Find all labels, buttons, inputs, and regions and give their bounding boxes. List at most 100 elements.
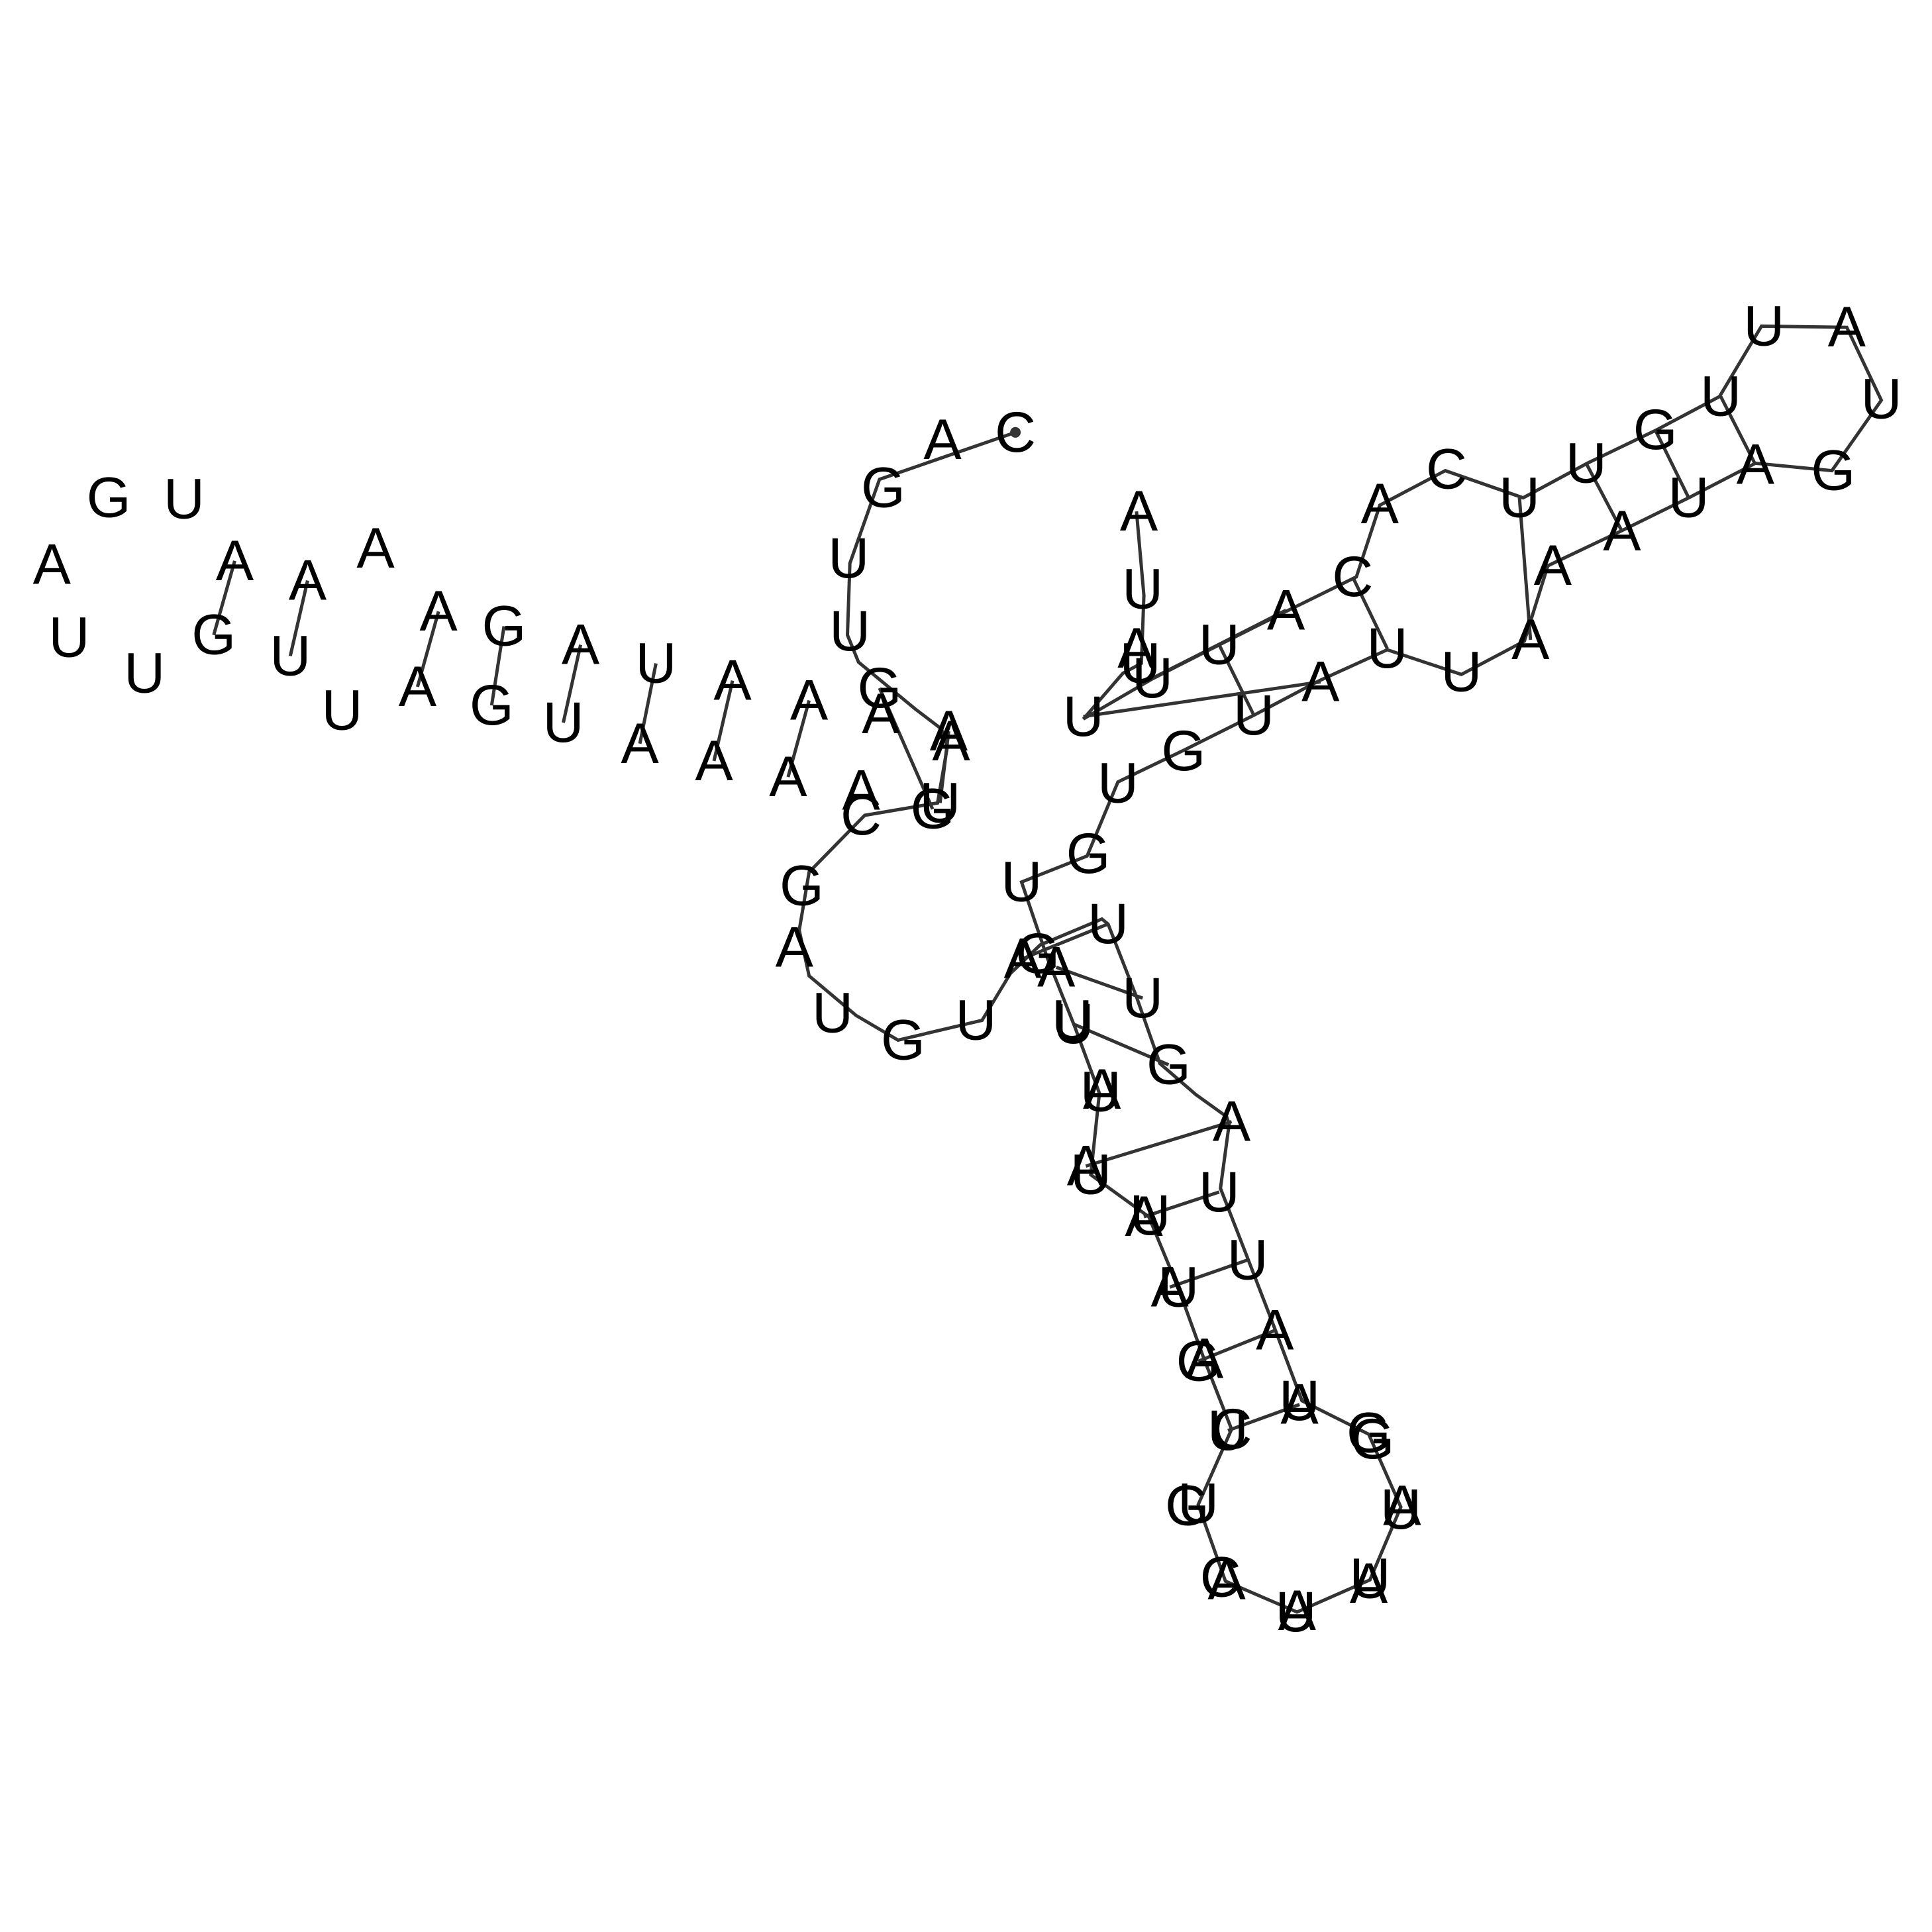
nucleotide-53: A [1828, 295, 1866, 359]
nucleotide-25: G [1350, 1407, 1395, 1471]
base-pair-line [712, 680, 735, 762]
nucleotide-84: U [48, 605, 89, 669]
nucleotide-111: U [1279, 1369, 1320, 1433]
nucleotide-110: G [1347, 1401, 1391, 1465]
nucleotide-68: A [1120, 480, 1158, 543]
nucleotide-97: A [1037, 935, 1076, 999]
nucleotide-42: U [1233, 684, 1274, 747]
nucleotide-92: A [621, 712, 659, 776]
nucleotide-104: U [1207, 1399, 1248, 1462]
nucleotide-108: U [1349, 1547, 1390, 1611]
nucleotide-4: U [828, 527, 869, 590]
nucleotide-86: G [191, 603, 236, 667]
nucleotide-74: U [635, 632, 676, 695]
nucleotide-56: G [1633, 398, 1678, 462]
nucleotide-51: G [1811, 439, 1855, 503]
nucleotide-72: A [790, 669, 829, 733]
nucleotide-16: G [1015, 922, 1060, 986]
nucleotide-101: A [1125, 1185, 1163, 1248]
base-pair-lines [212, 395, 1757, 1433]
base-pair-line [1653, 429, 1690, 499]
nucleotide-31: C [1211, 1398, 1252, 1461]
nucleotide-105: G [1165, 1474, 1209, 1538]
nucleotide-6: G [857, 656, 901, 720]
base-pair-line [638, 663, 658, 744]
nucleotide-2: A [923, 408, 962, 472]
base-pair-line [1517, 497, 1533, 640]
nucleotide-33: U [1158, 1255, 1199, 1319]
nucleotide-30: U [1178, 1472, 1219, 1535]
nucleotide-71: A [862, 682, 900, 746]
nucleotide-24: A [1280, 1373, 1319, 1437]
base-pair-line [1197, 1329, 1276, 1363]
base-pair-line [1072, 1022, 1170, 1066]
nucleotide-17: U [1088, 892, 1129, 956]
nucleotide-96: G [911, 778, 955, 841]
nucleotide-103: G [1176, 1329, 1221, 1393]
nucleotide-3: G [861, 456, 905, 520]
nucleotide-9: C [840, 784, 882, 847]
nucleotide-10: G [780, 854, 824, 917]
nucleotide-102: A [1151, 1255, 1190, 1319]
nucleotide-13: G [881, 1008, 925, 1072]
base-pair-line [562, 644, 583, 723]
nucleotide-23: A [1256, 1299, 1294, 1362]
nucleotide-45: U [1441, 640, 1482, 704]
nucleotide-7: A [930, 699, 968, 763]
base-pair-line [415, 611, 440, 687]
nucleotide-61: C [1332, 545, 1373, 609]
nucleotide-11: A [776, 916, 814, 980]
nucleotide-41: G [1161, 719, 1205, 783]
nucleotide-87: U [270, 624, 311, 687]
nucleotide-12: U [812, 981, 853, 1044]
nucleotide-18: U [1122, 966, 1163, 1030]
nucleotide-82: G [87, 466, 131, 530]
base-pair-line [1083, 680, 1321, 719]
nucleotide-83: A [33, 533, 72, 596]
nucleotide-60: A [1361, 472, 1399, 536]
nucleotide-66: U [1119, 632, 1160, 695]
nucleotide-58: U [1499, 466, 1540, 530]
nucleotide-34: U [1129, 1184, 1170, 1247]
nucleotide-62: A [1267, 578, 1305, 642]
nucleotide-88: U [322, 678, 363, 742]
nucleotide-20: A [1213, 1090, 1251, 1154]
nucleotide-letters: CAGUUGAUCGAUGUAGUUGAUUAAGUAAAUCAUUUAUUGU… [33, 294, 1902, 1643]
nucleotide-75: A [562, 613, 600, 677]
nucleotide-78: A [356, 517, 395, 580]
nucleotide-64: U [1132, 646, 1173, 710]
base-pair-line [1143, 1190, 1220, 1219]
nucleotide-107: U [1275, 1580, 1316, 1644]
base-pair-line [1217, 644, 1256, 717]
nucleotide-67: U [1122, 558, 1163, 621]
nucleotide-77: A [419, 580, 458, 643]
nucleotide-8: U [919, 771, 960, 835]
nucleotide-29: A [1207, 1548, 1246, 1611]
nucleotide-65: U [1063, 685, 1104, 748]
nucleotide-39: G [1066, 822, 1111, 886]
nucleotide-93: A [695, 729, 733, 793]
base-pair-line [1055, 966, 1144, 1000]
nucleotide-22: U [1227, 1228, 1268, 1292]
nucleotide-35: U [1070, 1143, 1111, 1207]
nucleotide-49: U [1668, 466, 1709, 530]
nucleotide-44: U [1366, 617, 1407, 680]
base-pair-line [1169, 1258, 1248, 1289]
base-pair-line [1022, 922, 1109, 960]
nucleotide-5: U [829, 599, 870, 663]
nucleotide-21: U [1199, 1160, 1240, 1224]
base-pair-line [786, 699, 811, 778]
nucleotide-91: U [542, 691, 584, 754]
base-pair-line [1584, 462, 1624, 533]
nucleotide-38: U [1001, 850, 1042, 914]
nucleotide-89: A [399, 655, 437, 719]
nucleotide-69: A [1117, 617, 1156, 680]
nucleotide-48: A [1603, 499, 1641, 563]
nucleotide-99: U [1080, 1060, 1121, 1124]
base-pair-line [1085, 1120, 1233, 1168]
nucleotide-40: U [1097, 752, 1139, 815]
nucleotide-79: A [289, 549, 327, 613]
nucleotide-98: U [1053, 992, 1094, 1056]
nucleotide-54: U [1743, 294, 1784, 358]
